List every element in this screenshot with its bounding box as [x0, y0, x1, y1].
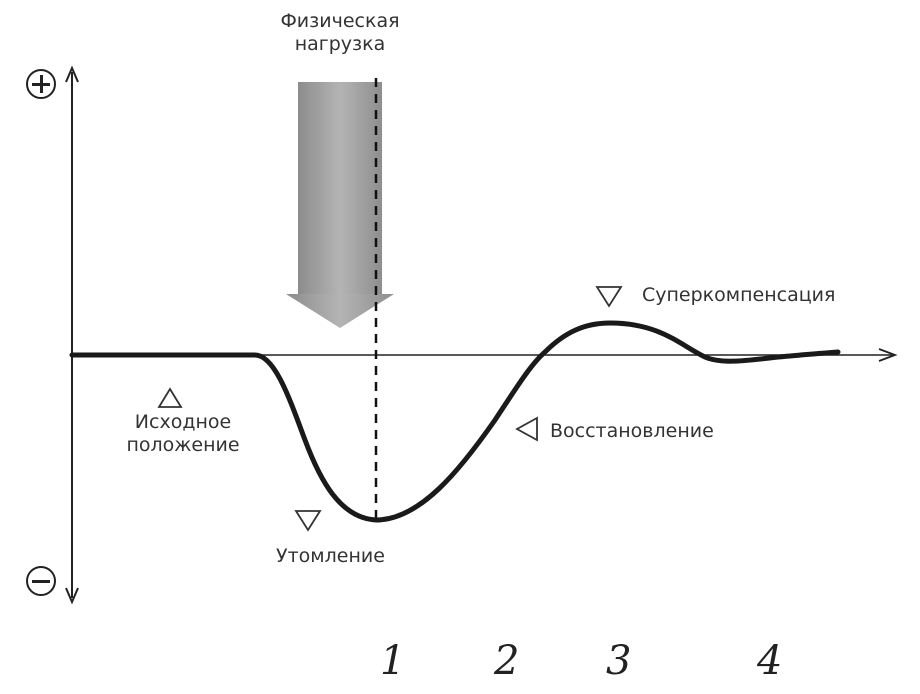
recovery-marker-icon [515, 416, 538, 442]
load-label: Физическая нагрузка [270, 10, 410, 56]
axis-arrow-right-icon [878, 348, 898, 362]
plus-sign-icon [26, 69, 56, 99]
phase-number-1: 1 [380, 638, 406, 684]
supercompensation-marker-icon [595, 286, 623, 308]
minus-sign-icon [26, 566, 56, 596]
phase-number-2: 2 [494, 638, 520, 684]
phase-number-3: 3 [606, 638, 632, 684]
fatigue-marker-icon [294, 510, 322, 532]
baseline-label-line2: положение [126, 434, 240, 456]
load-arrow-icon [286, 82, 394, 328]
phase-number-4: 4 [757, 638, 783, 684]
baseline-marker-icon [157, 387, 183, 408]
adaptation-curve [69, 320, 841, 523]
load-label-line2: нагрузка [294, 33, 386, 55]
baseline-label: Исходное положение [113, 411, 253, 457]
vertical-axis [65, 65, 79, 605]
axis-arrow-up-icon [65, 65, 79, 83]
load-label-line1: Физическая [280, 10, 400, 32]
baseline-label-line1: Исходное [134, 411, 232, 433]
supercompensation-label: Суперкомпенсация [642, 284, 836, 306]
recovery-label: Восстановление [550, 420, 714, 442]
axis-arrow-down-icon [65, 587, 79, 605]
fatigue-label: Утомление [276, 545, 385, 567]
